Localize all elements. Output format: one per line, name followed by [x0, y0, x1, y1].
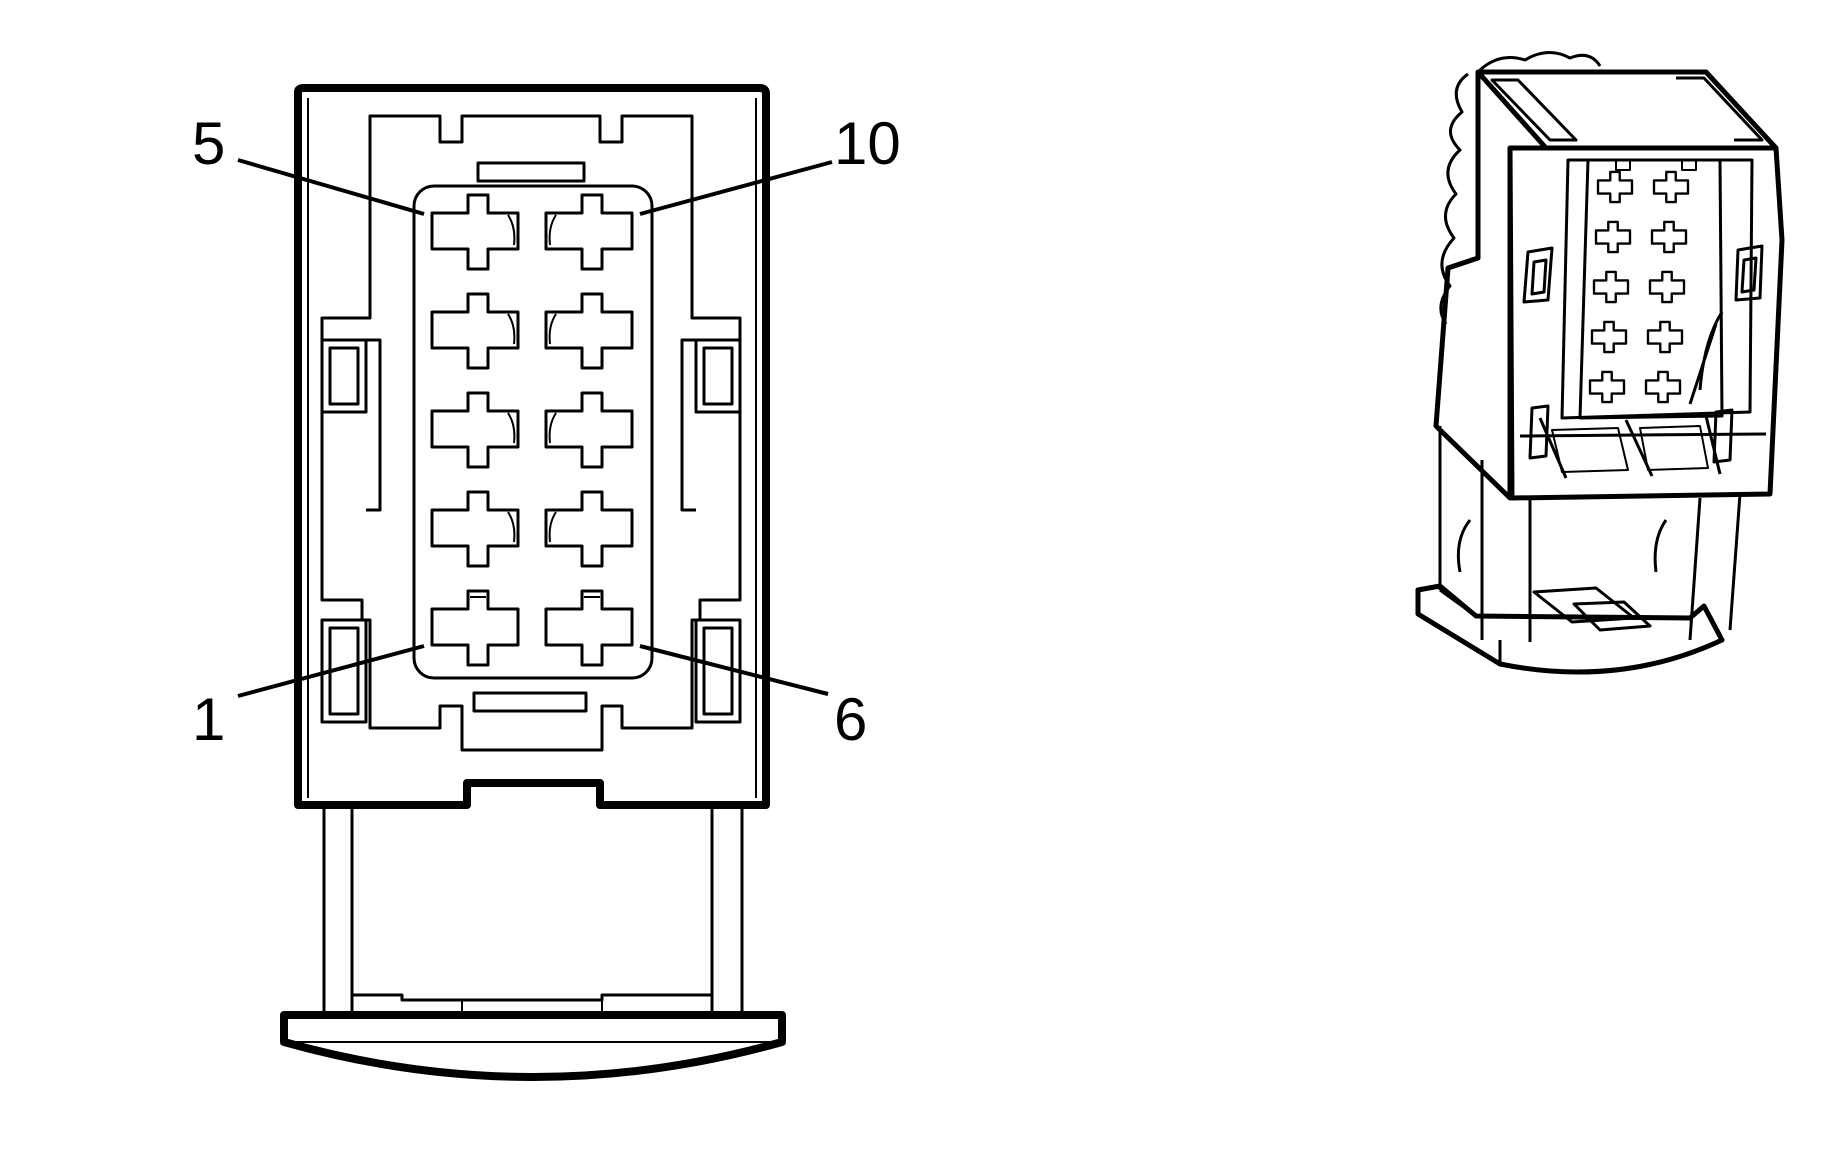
cavity-pin-8 [544, 391, 634, 469]
cavity-pin-1 [430, 589, 520, 667]
wire-bundle [1439, 51, 1602, 325]
cavity-pin-7 [544, 490, 634, 568]
leader-pin-1 [237, 644, 425, 698]
cavity-grid [430, 193, 634, 667]
cavity-pin-9 [544, 292, 634, 370]
cavity-pin-6 [544, 589, 634, 667]
right-latch-upper-rail [680, 338, 696, 512]
left-latch-upper-rail [366, 338, 382, 512]
iso-cavity [1652, 170, 1690, 204]
connector-isometric-view [1415, 51, 1785, 675]
housing-inner-wall [307, 98, 757, 798]
slide-crossbar [350, 993, 714, 1015]
right-latch-upper [694, 338, 742, 414]
left-latch-upper [320, 338, 368, 414]
iso-slide-edge [1439, 588, 1502, 664]
iso-cavity-grid [1588, 170, 1690, 404]
iso-top-slot-left [1490, 78, 1578, 142]
cavity-pin-3 [430, 391, 520, 469]
pin-label-1: 1 [192, 686, 225, 753]
iso-cavity-panel [1578, 158, 1724, 420]
connector-front-view [280, 84, 786, 1081]
slide-rails [322, 805, 744, 1015]
cavity-pin-10 [544, 193, 634, 271]
top-key-slot [476, 161, 586, 183]
housing-outline [294, 84, 770, 809]
bottom-key-slot [472, 691, 588, 713]
iso-latch-right-lower [1712, 408, 1734, 464]
cavity-pin-4 [430, 292, 520, 370]
iso-cavity [1646, 320, 1684, 354]
iso-leg-curves [1456, 519, 1668, 573]
iso-cavity [1648, 270, 1686, 304]
slide-grip [280, 1011, 786, 1081]
cavity-block [412, 184, 654, 680]
iso-bottom-slots [1551, 425, 1709, 473]
leader-pin-6 [639, 644, 829, 696]
iso-bottom-frame [1519, 415, 1767, 479]
leader-pin-5 [237, 158, 425, 216]
iso-latch-left [1522, 246, 1554, 304]
iso-latch-right [1734, 244, 1764, 302]
iso-cavity [1592, 270, 1630, 304]
iso-cavity [1650, 220, 1688, 254]
leader-lines [237, 158, 833, 698]
left-latch-lower [320, 618, 368, 724]
iso-front-face [1507, 145, 1785, 501]
iso-cavity [1590, 320, 1628, 354]
pin-label-6: 6 [834, 686, 867, 753]
pin-label-5: 5 [192, 110, 225, 177]
iso-cavity [1596, 170, 1634, 204]
pin-label-10: 10 [834, 110, 901, 177]
right-latch-lower [694, 618, 742, 724]
iso-top-slot-right [1676, 76, 1764, 142]
iso-slide-grip [1415, 583, 1725, 675]
iso-cavity [1588, 370, 1626, 404]
iso-cavity [1644, 370, 1682, 404]
iso-flex-tab [1688, 311, 1724, 405]
cavity-pin-5 [430, 193, 520, 271]
iso-legs [1438, 426, 1742, 642]
leader-pin-10 [639, 160, 833, 216]
iso-inner-notches [1615, 160, 1697, 171]
iso-latch-left-lower [1528, 404, 1550, 460]
iso-slide-inner [1532, 586, 1652, 632]
cavity-pin-2 [430, 490, 520, 568]
iso-cavity [1594, 220, 1632, 254]
